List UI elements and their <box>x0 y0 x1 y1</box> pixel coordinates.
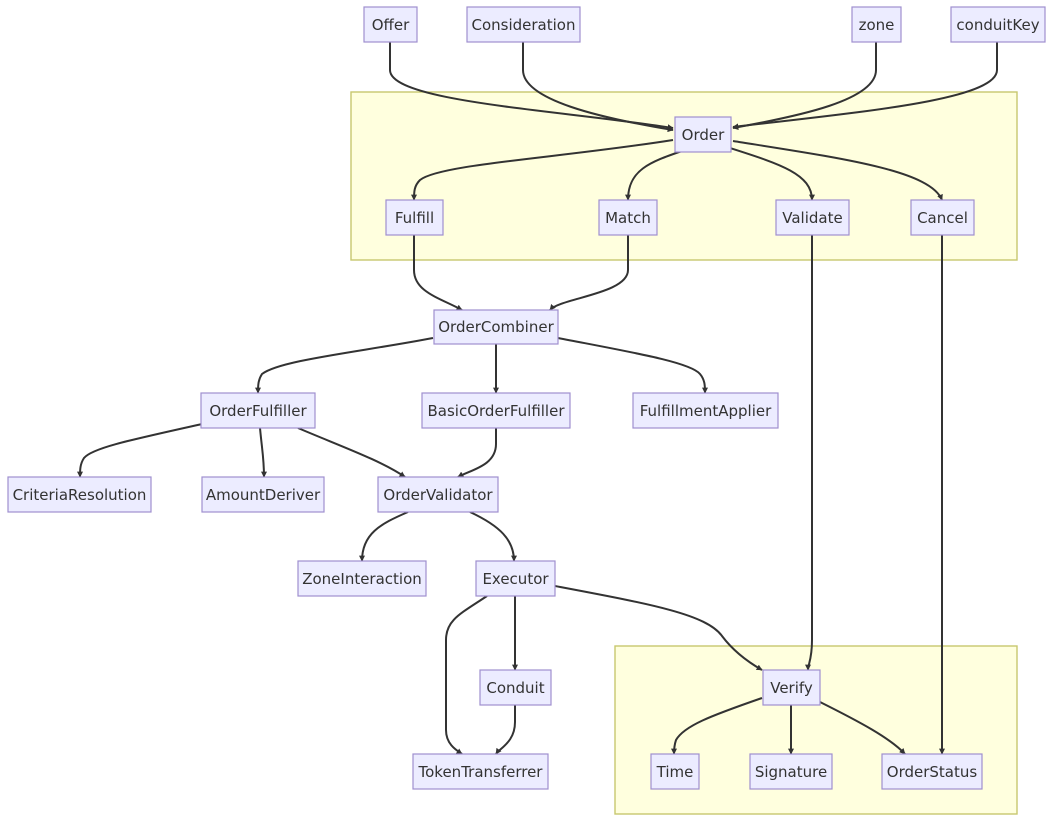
node-fulfill[interactable]: Fulfill <box>385 199 444 236</box>
node-label-basicorderfulfiller: BasicOrderFulfiller <box>428 402 566 420</box>
node-zone[interactable]: zone <box>851 6 902 43</box>
node-tokentransferrer[interactable]: TokenTransferrer <box>412 753 549 790</box>
node-label-criteriaresolution: CriteriaResolution <box>13 486 147 504</box>
node-cancel[interactable]: Cancel <box>910 199 975 236</box>
node-label-ordervalidator: OrderValidator <box>383 486 493 504</box>
node-label-tokentransferrer: TokenTransferrer <box>418 763 544 781</box>
edge-orderfulfiller-ordervalidator <box>297 427 406 478</box>
node-label-zone: zone <box>859 16 895 34</box>
node-ordervalidator[interactable]: OrderValidator <box>377 476 499 513</box>
nodes-layer: Offer Consideration zone conduitKey Orde… <box>7 6 1046 790</box>
node-order[interactable]: Order <box>674 116 732 153</box>
node-validate[interactable]: Validate <box>775 199 850 236</box>
node-offer[interactable]: Offer <box>363 6 418 43</box>
edge-ordervalidator-zoneinteraction <box>359 511 409 562</box>
node-label-order: Order <box>682 126 725 144</box>
edge-ordercombiner-fulfillmentapplier <box>557 337 708 394</box>
edge-consideration-order <box>522 42 674 133</box>
node-time[interactable]: Time <box>650 753 700 790</box>
node-verify[interactable]: Verify <box>762 669 821 706</box>
edge-order-match <box>625 150 683 201</box>
edge-executor-verify <box>554 585 763 671</box>
node-label-amountderiver: AmountDeriver <box>206 486 321 504</box>
node-orderfulfiller[interactable]: OrderFulfiller <box>200 392 316 429</box>
node-label-match: Match <box>605 209 651 227</box>
node-basicorderfulfiller[interactable]: BasicOrderFulfiller <box>421 392 571 429</box>
node-orderstatus[interactable]: OrderStatus <box>881 753 983 790</box>
node-label-verify: Verify <box>770 679 813 697</box>
edge-order-cancel <box>732 140 943 201</box>
node-label-fulfillmentapplier: FulfillmentApplier <box>640 402 772 420</box>
node-conduitkey[interactable]: conduitKey <box>950 6 1046 43</box>
node-consideration[interactable]: Consideration <box>466 6 581 43</box>
node-conduit[interactable]: Conduit <box>479 669 552 706</box>
edge-ordercombiner-orderfulfiller <box>255 337 434 394</box>
edges-layer <box>77 42 998 755</box>
edge-verify-orderstatus <box>819 701 906 755</box>
node-label-consideration: Consideration <box>472 16 576 34</box>
edge-executor-tokentransferrer <box>445 595 488 755</box>
node-label-signature: Signature <box>755 763 827 781</box>
edge-orderfulfiller-amountderiver <box>259 427 267 478</box>
edge-conduitkey-order <box>732 42 998 130</box>
node-ordercombiner[interactable]: OrderCombiner <box>433 309 559 345</box>
edge-ordervalidator-executor <box>469 511 517 562</box>
edge-order-validate <box>729 147 815 201</box>
node-criteriaresolution[interactable]: CriteriaResolution <box>7 476 152 513</box>
node-amountderiver[interactable]: AmountDeriver <box>201 476 325 513</box>
node-match[interactable]: Match <box>598 199 658 236</box>
node-label-cancel: Cancel <box>917 209 968 227</box>
node-label-ordercombiner: OrderCombiner <box>438 318 554 336</box>
edge-orderfulfiller-criteriaresolution <box>77 423 203 478</box>
node-label-offer: Offer <box>372 16 410 34</box>
node-label-time: Time <box>656 763 694 781</box>
node-signature[interactable]: Signature <box>749 753 833 790</box>
edge-order-fulfill <box>411 139 674 201</box>
node-fulfillmentapplier[interactable]: FulfillmentApplier <box>632 392 779 429</box>
node-label-orderstatus: OrderStatus <box>887 763 978 781</box>
edge-fulfill-ordercombiner <box>413 235 463 311</box>
node-label-conduit: Conduit <box>486 679 544 697</box>
node-executor[interactable]: Executor <box>475 560 556 597</box>
node-label-orderfulfiller: OrderFulfiller <box>209 402 307 420</box>
edge-conduit-tokentransferrer <box>495 705 516 755</box>
node-label-fulfill: Fulfill <box>395 209 434 227</box>
edge-basicorderfulfiller-ordervalidator <box>457 428 497 478</box>
edge-match-ordercombiner <box>549 235 629 311</box>
node-label-zoneinteraction: ZoneInteraction <box>302 570 422 588</box>
node-zoneinteraction[interactable]: ZoneInteraction <box>297 560 427 597</box>
edge-validate-verify <box>805 235 813 671</box>
node-label-conduitkey: conduitKey <box>956 16 1039 34</box>
edge-verify-time <box>671 697 763 755</box>
node-label-validate: Validate <box>782 209 842 227</box>
node-label-executor: Executor <box>482 570 549 588</box>
